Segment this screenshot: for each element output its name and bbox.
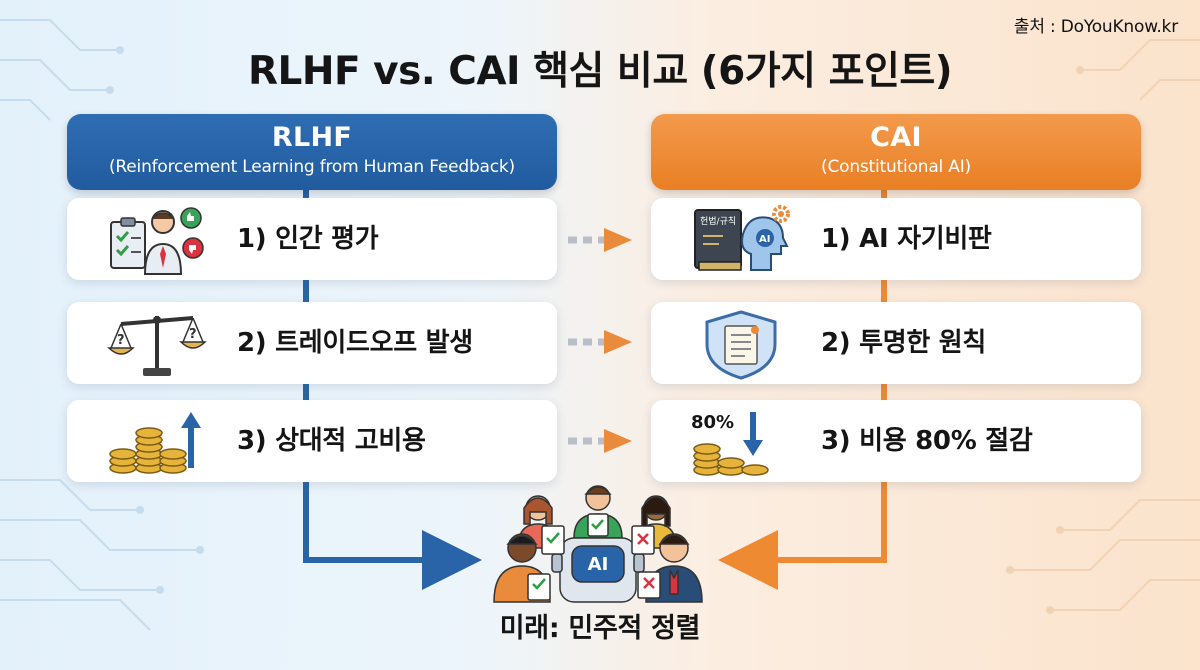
shield-document-icon: [705, 310, 777, 380]
svg-text:AI: AI: [759, 234, 770, 245]
ai-robot-label: AI: [588, 554, 609, 575]
svg-text:?: ?: [117, 333, 125, 348]
cai-subtitle: (Constitutional AI): [821, 157, 971, 177]
cai-header: CAI (Constitutional AI): [651, 114, 1141, 190]
svg-text:?: ?: [189, 327, 197, 342]
future-label: 미래: 민주적 정렬: [499, 613, 701, 644]
constitution-book-ai-icon: 헌법/규칙 AI: [694, 205, 790, 271]
rlhf-card-high-cost: 3) 상대적 고비용: [67, 400, 557, 482]
rlhf-title: RLHF: [271, 122, 353, 153]
cai-item-3-label: 3) 비용 80% 절감: [821, 426, 1033, 456]
rlhf-header: RLHF (Reinforcement Learning from Human …: [67, 114, 557, 190]
cai-card-transparent-principles: 2) 투명한 원칙: [651, 302, 1141, 384]
rlhf-item-3-label: 3) 상대적 고비용: [237, 426, 426, 456]
rlhf-item-1-label: 1) 인간 평가: [237, 224, 379, 254]
rlhf-item-2-label: 2) 트레이드오프 발생: [237, 328, 473, 358]
book-label: 헌법/규칙: [700, 216, 736, 227]
percent-text: 80%: [691, 412, 734, 433]
source-credit: 출처 : DoYouKnow.kr: [1013, 17, 1178, 37]
rlhf-subtitle: (Reinforcement Learning from Human Feedb…: [109, 157, 515, 177]
cai-title: CAI: [870, 122, 922, 153]
human-evaluator-icon: [110, 207, 204, 275]
cai-card-cost-savings: 80% 3) 비용 80% 절감: [651, 400, 1141, 482]
coins-arrow-down-icon: 80%: [691, 412, 769, 476]
cai-card-self-critique: 헌법/규칙 AI 1) AI 자기비판: [651, 198, 1141, 280]
cai-item-1-label: 1) AI 자기비판: [821, 224, 992, 254]
people-with-ai-icon: AI: [493, 485, 703, 603]
rlhf-card-tradeoff: ? ? 2) 트레이드오프 발생: [67, 302, 557, 384]
page-title: RLHF vs. CAI 핵심 비교 (6가지 포인트): [247, 49, 953, 94]
rlhf-card-human-evaluation: 1) 인간 평가: [67, 198, 557, 280]
balance-scale-icon: ? ?: [107, 316, 207, 376]
coins-arrow-up-icon: [109, 412, 201, 474]
cai-item-2-label: 2) 투명한 원칙: [821, 328, 986, 358]
